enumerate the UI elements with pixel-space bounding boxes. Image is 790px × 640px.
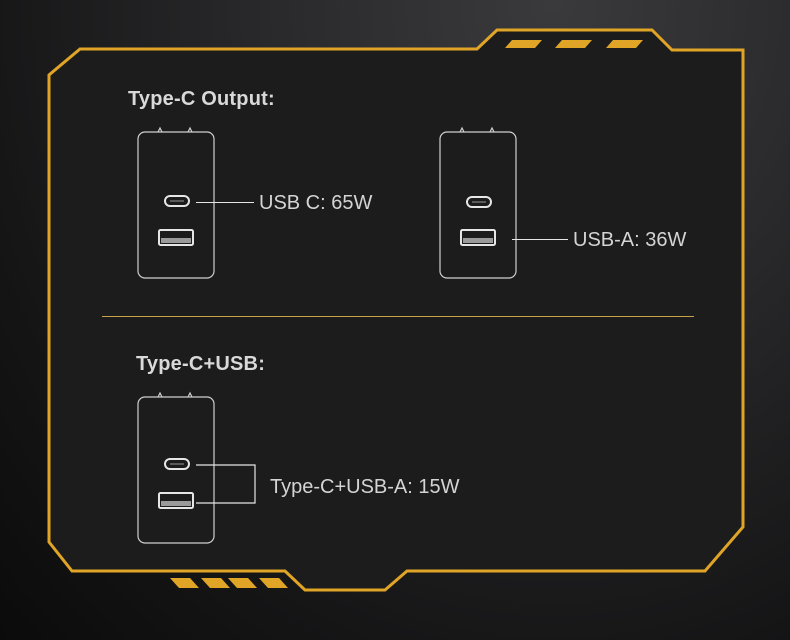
bracket-connector (196, 464, 256, 504)
usb-c-port-icon (164, 195, 190, 207)
label-type-c-usb-a-15w: Type-C+USB-A: 15W (270, 476, 460, 498)
charger-icon (137, 391, 215, 544)
usb-a-port-icon (158, 492, 194, 509)
usb-a-port-icon (460, 229, 496, 246)
usb-a-port-icon (158, 229, 194, 246)
section-title-type-c-output: Type-C Output: (128, 88, 275, 110)
charger-icon (439, 126, 517, 279)
top-stripes-icon (505, 40, 643, 48)
charger-icon (137, 126, 215, 279)
usb-c-port-icon (466, 196, 492, 208)
label-usb-c-65w: USB C: 65W (259, 192, 373, 214)
section-divider (102, 316, 694, 317)
label-usb-a-36w: USB-A: 36W (573, 229, 687, 251)
section-title-type-c-usb: Type-C+USB: (136, 353, 266, 375)
leader-line-usb-a (512, 239, 568, 240)
frame-panel (47, 28, 745, 592)
leader-line-usb-c (196, 202, 254, 203)
bottom-stripes-icon (170, 578, 288, 588)
usb-c-port-icon (164, 458, 190, 470)
